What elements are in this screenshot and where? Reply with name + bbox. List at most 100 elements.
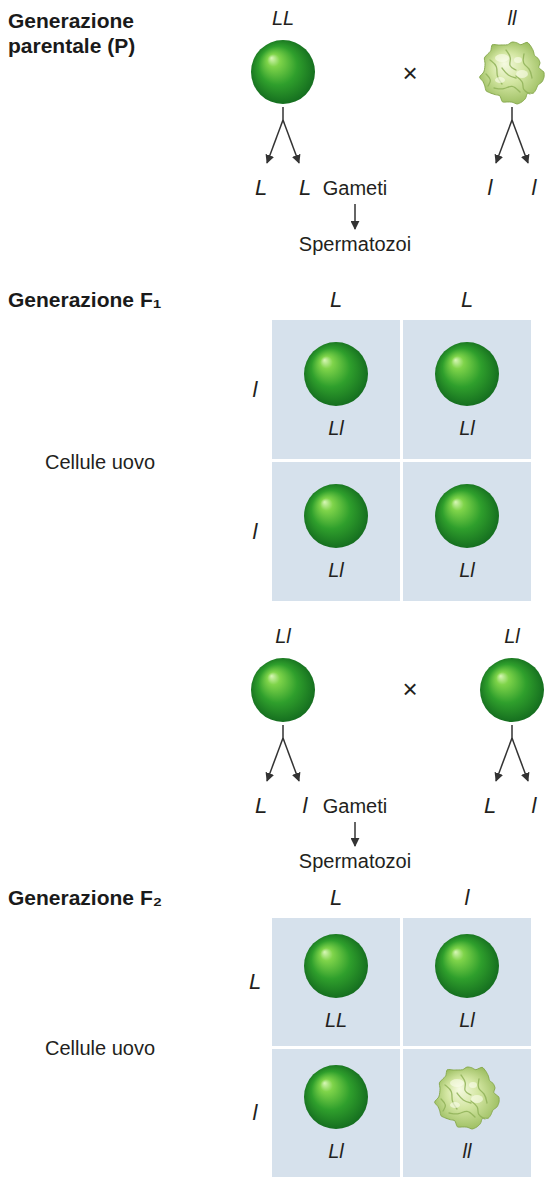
genotype: Ll	[328, 416, 344, 440]
pea-body	[304, 934, 368, 998]
caption-label: Spermatozoi	[299, 849, 411, 873]
parent-pea: LL	[243, 6, 323, 106]
punnett-cell: Ll	[403, 462, 531, 601]
punnett-cell: Ll	[403, 320, 531, 459]
allele-label: l	[488, 175, 493, 201]
allele-label: l	[532, 793, 537, 819]
fork-arrow	[512, 120, 528, 163]
pea-wrinkle	[449, 1111, 475, 1117]
fork-stem	[282, 725, 284, 738]
caption-label: Gameti	[323, 176, 387, 200]
allele-label: L	[255, 175, 267, 201]
pea-body	[251, 658, 315, 722]
pea-wrinkle	[471, 1101, 485, 1119]
fork-arrow	[283, 738, 299, 781]
genotype: ll	[463, 1139, 472, 1163]
allele-label: l	[253, 377, 258, 403]
punnett-cell: Ll	[272, 462, 400, 601]
pea-wrinkle	[516, 76, 530, 94]
smooth-pea	[296, 482, 376, 550]
fork-arrow	[512, 738, 528, 781]
pea-body	[480, 42, 545, 104]
caption-label: Cellule uovo	[45, 1036, 155, 1060]
pea-highlight	[450, 1079, 464, 1087]
pea-body	[480, 658, 544, 722]
genotype: ll	[508, 6, 517, 30]
allele-label: L	[299, 175, 311, 201]
fork-arrow	[283, 120, 299, 163]
punnett-cell: LL	[272, 918, 400, 1046]
smooth-pea	[243, 656, 323, 724]
allele-label: L	[484, 793, 496, 819]
pea-wrinkle	[457, 1093, 471, 1103]
pea-wrinkle	[494, 86, 520, 92]
allele-label: L	[255, 793, 267, 819]
allele-label: L	[249, 969, 261, 995]
pea-body	[435, 934, 499, 998]
parent-pea: Ll	[472, 624, 549, 724]
allele-label: l	[253, 1100, 258, 1126]
pea-body	[435, 484, 499, 548]
genotype: Ll	[275, 624, 291, 648]
generation-heading: Generazione parentale (P)	[8, 8, 168, 58]
fork-arrow	[496, 120, 512, 163]
genotype: Ll	[459, 1008, 475, 1032]
genotype: Ll	[328, 558, 344, 582]
genotype: LL	[325, 1008, 347, 1032]
smooth-pea	[296, 1063, 376, 1131]
genotype: Ll	[459, 416, 475, 440]
caption-label: Spermatozoi	[299, 232, 411, 256]
fork-arrow	[267, 120, 283, 163]
fork-stem	[511, 107, 513, 120]
fork-arrow	[267, 738, 283, 781]
genotype: Ll	[504, 624, 520, 648]
smooth-pea	[427, 932, 507, 1000]
genotype: Ll	[328, 1139, 344, 1163]
cross-symbol: ×	[402, 58, 417, 89]
caption-label: Cellule uovo	[45, 450, 155, 474]
fork-arrow	[496, 738, 512, 781]
smooth-pea	[472, 656, 549, 724]
allele-label: l	[532, 175, 537, 201]
pea-body	[435, 1067, 500, 1129]
pea-body	[435, 342, 499, 406]
pea-highlight	[516, 70, 528, 78]
pea-highlight	[495, 54, 509, 62]
punnett-cell: Ll	[272, 1049, 400, 1177]
smooth-pea	[427, 482, 507, 550]
genotype: LL	[272, 6, 294, 30]
allele-label: l	[253, 519, 258, 545]
wrinkled-pea	[472, 38, 549, 106]
allele-label: L	[330, 885, 342, 911]
smooth-pea	[296, 340, 376, 408]
generation-heading: Generazione F₂	[8, 885, 162, 910]
smooth-pea	[243, 38, 323, 106]
gamete-arrow	[354, 204, 356, 229]
pea-body	[304, 342, 368, 406]
parent-pea: Ll	[243, 624, 323, 724]
pea-highlight	[514, 57, 522, 63]
smooth-pea	[427, 340, 507, 408]
allele-label: L	[330, 287, 342, 313]
pea-body	[304, 1065, 368, 1129]
allele-label: l	[303, 793, 308, 819]
allele-label: l	[465, 885, 470, 911]
fork-stem	[282, 107, 284, 120]
pea-highlight	[471, 1095, 483, 1103]
pea-wrinkle	[486, 74, 490, 86]
wrinkled-pea	[427, 1063, 507, 1131]
pea-highlight	[450, 1102, 460, 1108]
cross-symbol: ×	[402, 674, 417, 705]
pea-wrinkle	[441, 1099, 445, 1111]
genotype: Ll	[459, 558, 475, 582]
punnett-cell: ll	[403, 1049, 531, 1177]
gamete-arrow	[354, 822, 356, 846]
punnett-cell: Ll	[403, 918, 531, 1046]
pea-body	[304, 484, 368, 548]
parent-pea: ll	[472, 6, 549, 106]
punnett-cell: Ll	[272, 320, 400, 459]
pea-wrinkle	[502, 68, 516, 78]
